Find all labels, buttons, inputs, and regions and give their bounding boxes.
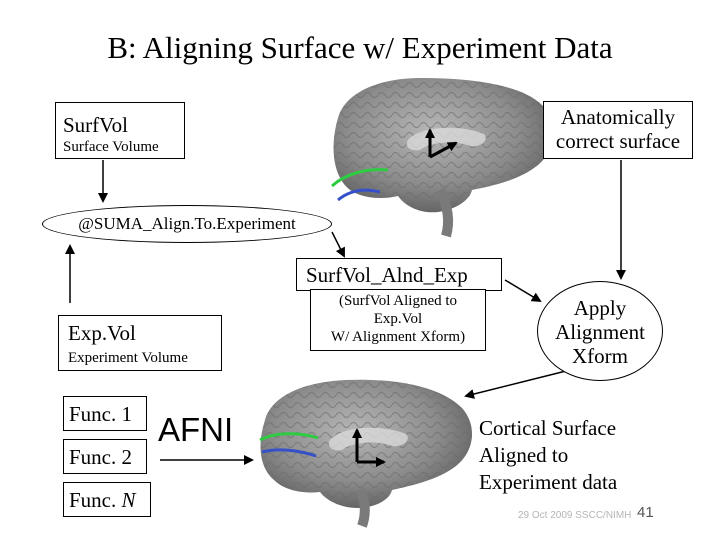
surfvol-alnd-title-box: SurfVol_Alnd_Exp	[296, 258, 502, 291]
surfvol-alnd-line1: (SurfVol Aligned to	[338, 293, 458, 309]
surfvol-alnd-line3: W/ Alignment Xform)	[330, 329, 466, 345]
surfvol-alnd-desc-box: (SurfVol Aligned to Exp.Vol W/ Alignment…	[310, 289, 486, 351]
flow-arrows	[65, 160, 626, 465]
cortical-line2: Aligned to	[479, 443, 569, 467]
expvol-label: Exp.Vol	[68, 321, 136, 345]
afni-label: AFNI	[158, 411, 234, 448]
cortical-line1: Cortical Surface	[479, 416, 617, 440]
surfvol-alnd-label: SurfVol_Alnd_Exp	[306, 263, 468, 287]
anatomical-line1: Anatomically	[560, 105, 676, 129]
cortical-line3: Experiment data	[479, 470, 618, 494]
func-1-box: Func. 1	[63, 396, 147, 431]
surfvol-alnd-line2: Exp.Vol	[373, 311, 423, 327]
apply-line1: Apply	[573, 296, 627, 320]
func-n-label: Func. N	[69, 488, 136, 512]
suma-align-label: @SUMA_Align.To.Experiment	[78, 214, 296, 233]
apply-line3: Xform	[572, 344, 628, 368]
expvol-box: Exp.Vol Experiment Volume	[58, 315, 222, 371]
surfvol-sublabel: Surface Volume	[63, 139, 159, 155]
surfvol-box: SurfVol Surface Volume	[55, 102, 185, 159]
brain-image-top	[330, 78, 554, 238]
cortical-surface-text: Cortical Surface Aligned to Experiment d…	[479, 415, 617, 496]
func-n-box: Func. N	[63, 482, 151, 517]
expvol-sublabel: Experiment Volume	[68, 350, 188, 366]
func-n-prefix: Func.	[69, 488, 117, 512]
anatomical-line2: correct surface	[555, 129, 681, 153]
func-2-label: Func. 2	[69, 445, 132, 469]
brain-image-bottom	[259, 379, 473, 528]
anatomical-surface-box: Anatomically correct surface	[543, 101, 693, 159]
axis-arrow-icon	[352, 428, 386, 467]
page-title: B: Aligning Surface w/ Experiment Data	[107, 30, 613, 65]
footer-credit: 29 Oct 2009 SSCC/NIMH	[518, 510, 632, 521]
func-2-box: Func. 2	[63, 439, 147, 474]
axis-arrow-icon	[425, 128, 458, 159]
apply-line2: Alignment	[555, 320, 645, 344]
page-number: 41	[637, 504, 654, 521]
surfvol-label: SurfVol	[63, 113, 128, 137]
apply-xform-ellipse: Apply Alignment Xform	[537, 281, 663, 381]
func-1-label: Func. 1	[69, 402, 132, 426]
suma-align-ellipse: @SUMA_Align.To.Experiment	[42, 205, 332, 243]
func-n-var: N	[121, 488, 136, 512]
